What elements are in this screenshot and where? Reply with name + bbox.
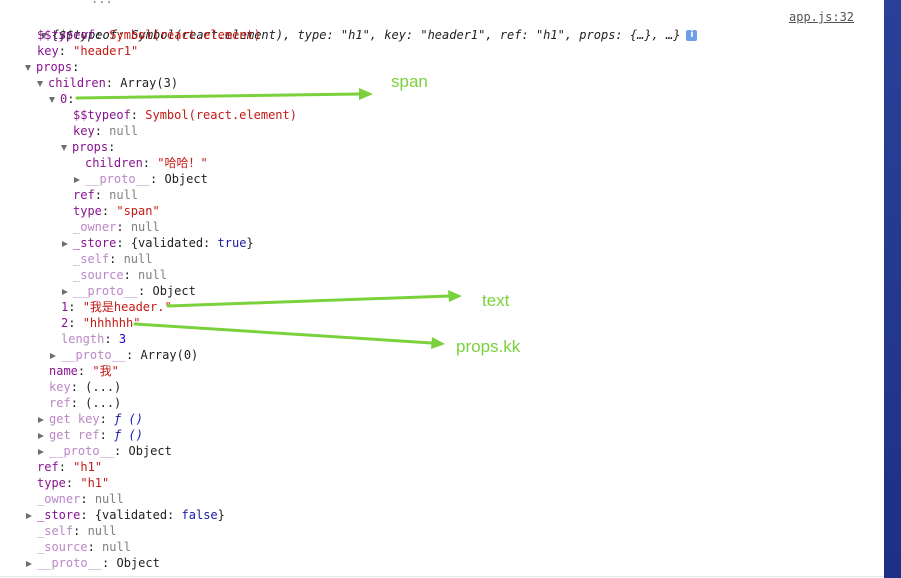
property-row-getter[interactable]: ref: (...) — [49, 396, 122, 410]
property-row: name: "我" — [49, 364, 119, 378]
property-row: key: "header1" — [37, 44, 139, 58]
property-row: length: 3 — [61, 332, 127, 346]
property-row-props[interactable]: props: — [25, 59, 79, 75]
collapse-triangle-icon[interactable] — [26, 512, 32, 519]
property-row-children[interactable]: children: Array(3) — [37, 75, 178, 91]
property-row-store[interactable]: _store: {validated: true} — [61, 235, 254, 251]
collapse-triangle-icon[interactable] — [38, 448, 44, 455]
property-row: _source: null — [73, 268, 167, 282]
expand-triangle-icon[interactable] — [25, 64, 31, 71]
proto-row[interactable]: __proto__: Array(0) — [49, 347, 198, 363]
property-row: _self: null — [73, 252, 153, 266]
collapse-triangle-icon[interactable] — [74, 176, 80, 183]
truncated-line: ... — [91, 0, 113, 7]
expand-triangle-icon[interactable] — [37, 80, 43, 87]
bottom-divider — [0, 576, 884, 577]
annotation-text: text — [482, 291, 510, 310]
source-link[interactable]: app.js:32 — [789, 10, 855, 24]
property-row: key: null — [73, 124, 139, 138]
property-row: type: "h1" — [37, 476, 110, 490]
array-item-2: 2: "hhhhhh" — [61, 316, 141, 330]
collapse-triangle-icon[interactable] — [38, 416, 44, 423]
proto-row[interactable]: __proto__: Object — [73, 171, 208, 187]
property-row: _owner: null — [37, 492, 124, 506]
property-row: type: "span" — [73, 204, 160, 218]
collapse-triangle-icon[interactable] — [62, 288, 68, 295]
property-row: children: "哈哈！" — [85, 156, 208, 170]
property-row: ref: "h1" — [37, 460, 103, 474]
collapse-triangle-icon[interactable] — [26, 560, 32, 567]
annotation-props-kk: props.kk — [456, 337, 521, 356]
getter-row[interactable]: get ref: ƒ () — [37, 427, 143, 443]
expand-triangle-icon[interactable] — [40, 32, 47, 39]
property-row-store[interactable]: _store: {validated: false} — [25, 507, 225, 523]
property-row: _owner: null — [73, 220, 160, 234]
annotation-span: span — [391, 72, 428, 91]
property-row-getter[interactable]: key: (...) — [49, 380, 122, 394]
object-summary-row[interactable]: {$$typeof: Symbol(react.element), type: … — [12, 11, 698, 42]
property-row-props[interactable]: props: — [61, 139, 115, 155]
proto-row[interactable]: __proto__: Object — [61, 283, 196, 299]
property-row: $$typeof: Symbol(react.element) — [73, 108, 297, 122]
scrollbar-thumb[interactable] — [884, 0, 901, 578]
property-row: ref: null — [73, 188, 139, 202]
array-item-0[interactable]: 0: — [49, 91, 74, 107]
ellipsis-text: ... — [91, 0, 113, 6]
getter-row[interactable]: get key: ƒ () — [37, 411, 143, 427]
proto-row[interactable]: __proto__: Object — [25, 555, 160, 571]
object-summary: {$$typeof: Symbol(react.element), type: … — [51, 28, 681, 42]
expand-triangle-icon[interactable] — [49, 96, 55, 103]
proto-row[interactable]: __proto__: Object — [37, 443, 172, 459]
property-row: _self: null — [37, 524, 117, 538]
collapse-triangle-icon[interactable] — [38, 432, 44, 439]
collapse-triangle-icon[interactable] — [50, 352, 56, 359]
expand-triangle-icon[interactable] — [61, 144, 67, 151]
property-row: _source: null — [37, 540, 131, 554]
array-item-1: 1: "我是header." — [61, 300, 172, 314]
collapse-triangle-icon[interactable] — [62, 240, 68, 247]
info-icon[interactable]: i — [686, 30, 698, 41]
property-row: $$typeof: Symbol(react.element) — [37, 28, 261, 42]
